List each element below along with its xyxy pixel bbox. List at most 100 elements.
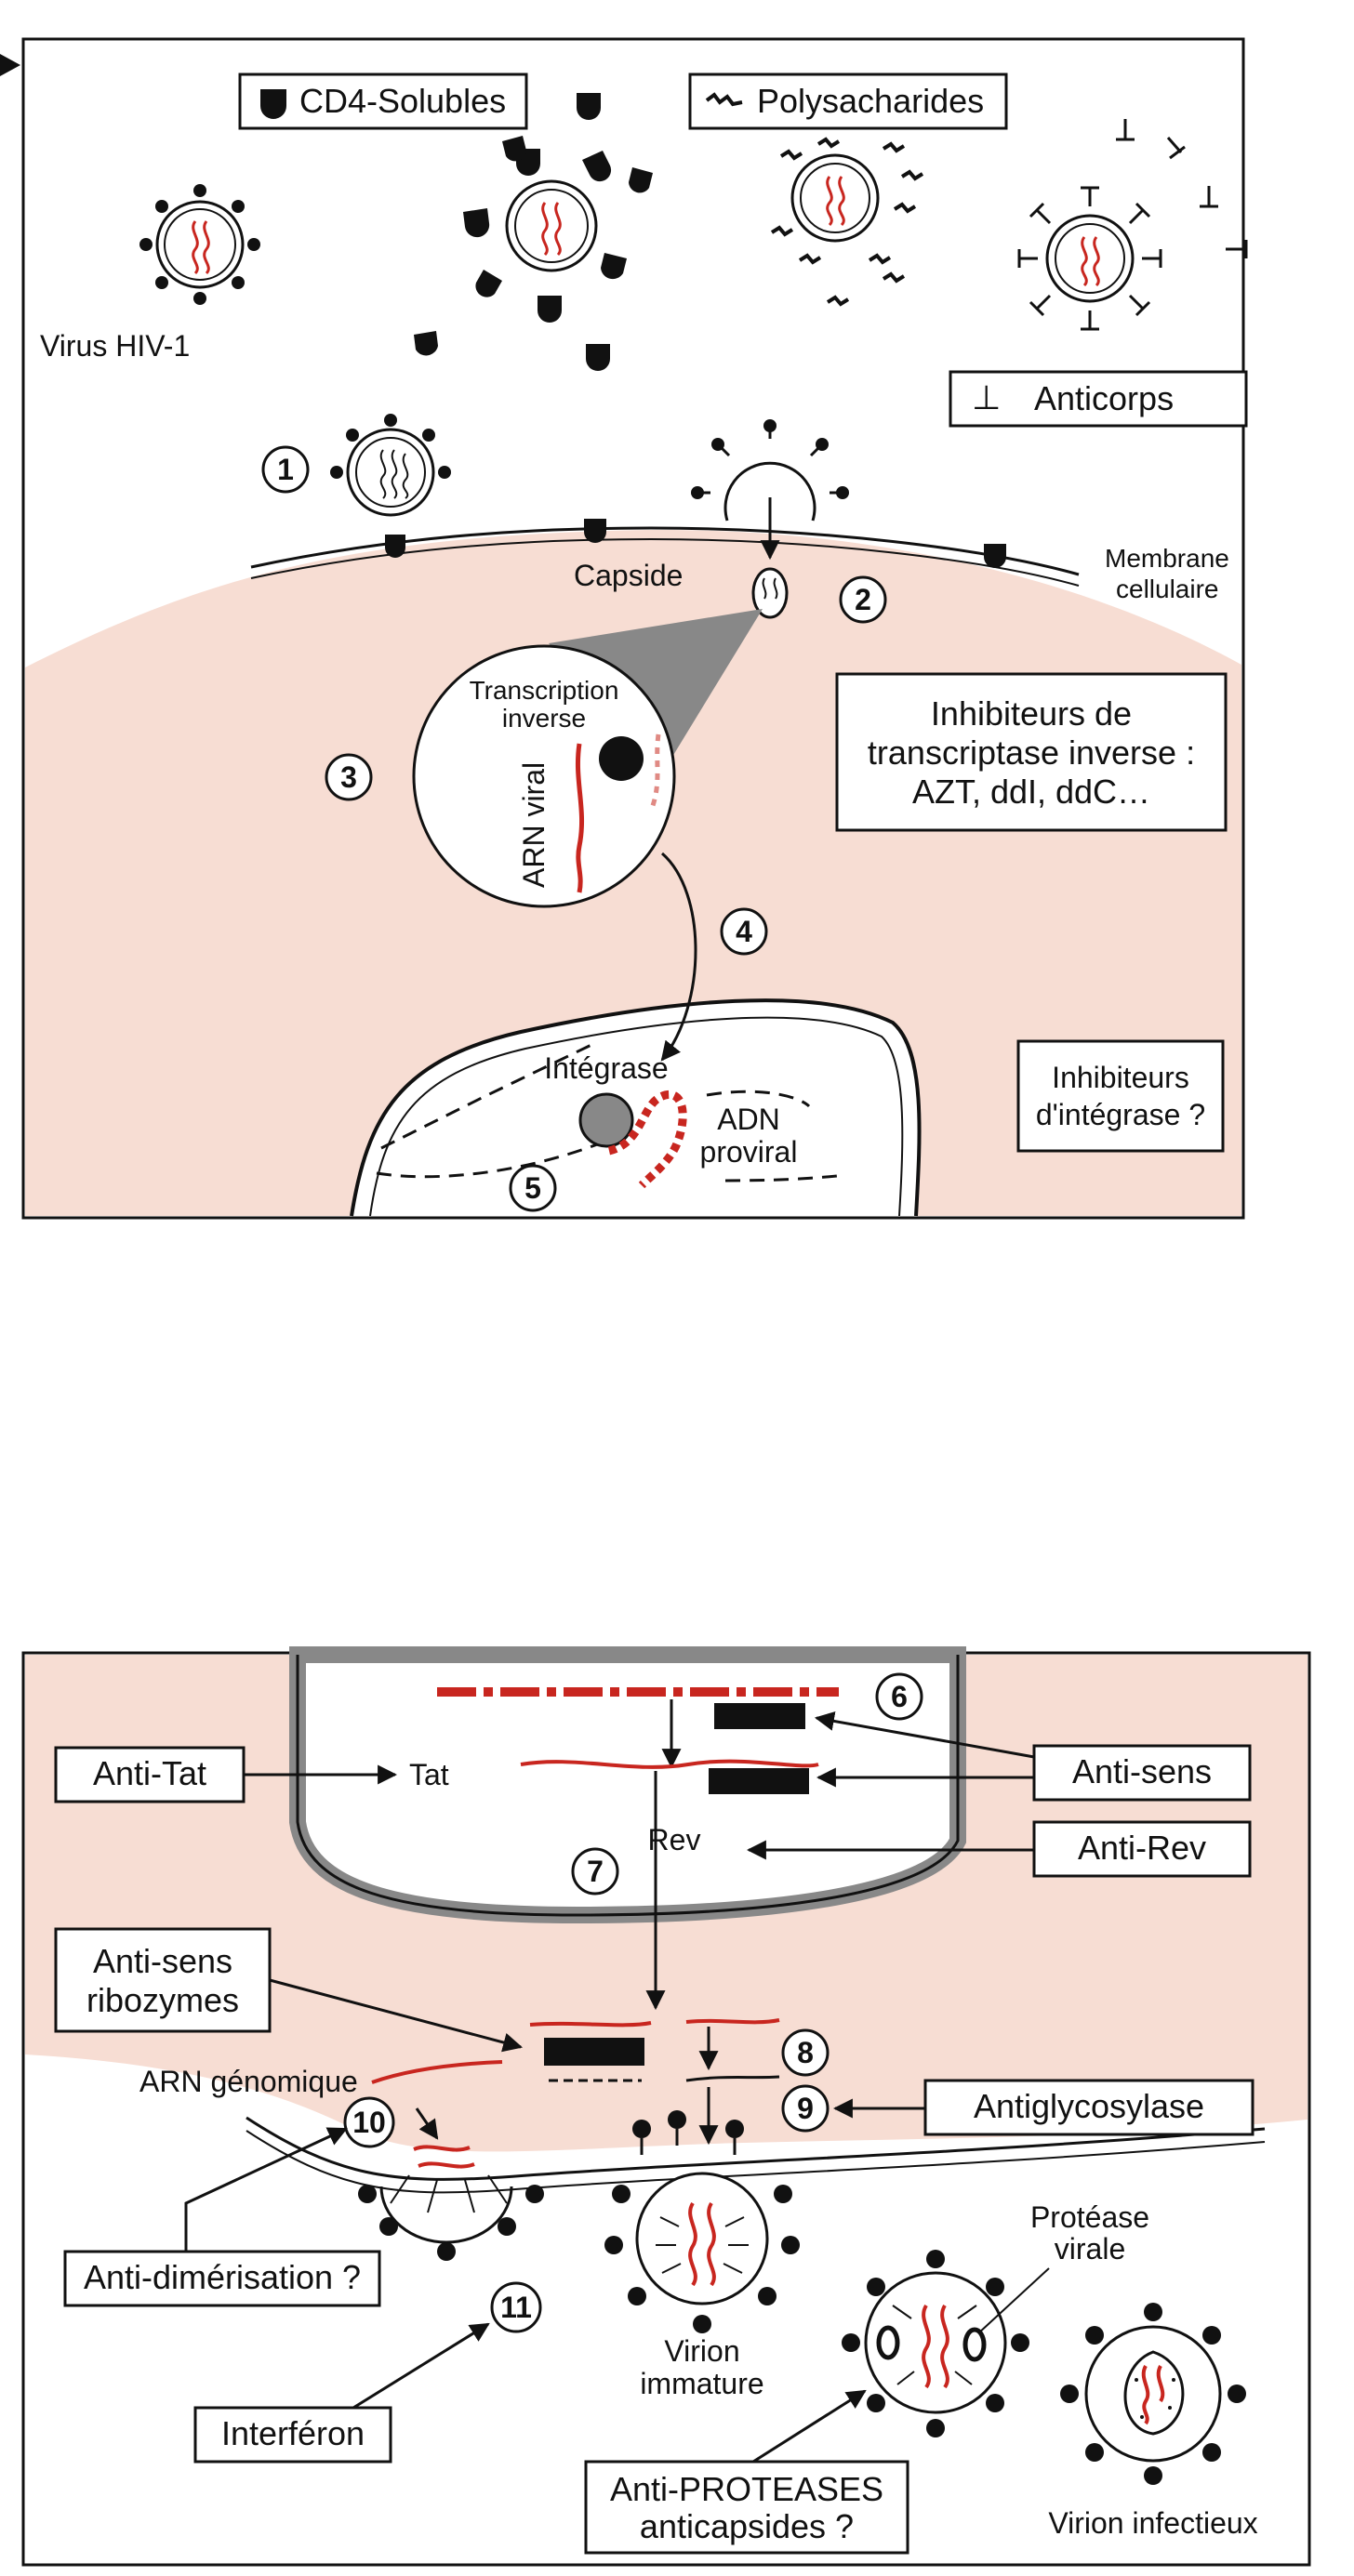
membrane-label-line2: cellulaire	[1116, 575, 1219, 603]
inhib-rt-line2: transcriptase inverse :	[868, 733, 1195, 772]
anti-sens-box	[1032, 1744, 1252, 1802]
host-dna	[724, 1174, 838, 1182]
panel-replication: 6 Anti-Tat Tat Anti-sens Rev Anti-Rev 7 …	[21, 1646, 1311, 2567]
host-dna	[380, 1041, 596, 1150]
cd4-icon	[260, 89, 286, 119]
reverse-transcriptase	[599, 736, 644, 781]
transcription-label-line2: inverse	[502, 704, 586, 733]
svg-text:8: 8	[797, 2036, 814, 2069]
virus-free	[139, 184, 260, 305]
reverse-transcription-zoom	[412, 644, 676, 908]
svg-text:11: 11	[500, 2291, 532, 2324]
antisense-block-1	[714, 1703, 805, 1729]
viral-rna-strand	[575, 743, 584, 893]
svg-text:9: 9	[797, 2092, 814, 2125]
svg-text:4: 4	[736, 915, 752, 948]
step-marker-8: 8	[781, 2028, 830, 2077]
virion-immature-line2: immature	[640, 2367, 763, 2400]
svg-text:1: 1	[277, 453, 294, 486]
anti-sens-arrow-1	[814, 1711, 1035, 1759]
inhib-rt-line3: AZT, ddI, ddC…	[912, 773, 1150, 811]
antiglycosylase-box	[923, 2079, 1254, 2136]
inhib-int-line1: Inhibiteurs	[1052, 1061, 1189, 1094]
anti-dimerisation-box	[63, 2250, 381, 2307]
legend-anticorps-box	[949, 370, 1248, 428]
anti-rev-box	[1032, 1820, 1252, 1878]
anti-proteases-line1: Anti-PROTEASES	[610, 2470, 883, 2508]
polyprotein	[685, 2075, 780, 2082]
step-marker-6: 6	[875, 1672, 923, 1721]
anti-rev-label: Anti-Rev	[1078, 1829, 1206, 1867]
virus-attaching	[330, 414, 451, 558]
rna-dimer	[413, 2145, 475, 2169]
antiglycosylase-label: Antiglycosylase	[974, 2087, 1204, 2125]
inhib-int-box	[1016, 1039, 1225, 1153]
viral-mrna	[520, 1759, 819, 1769]
legend-cd4-box	[238, 73, 528, 130]
interferon-box	[193, 2406, 392, 2464]
virus-polysaccharide-bound	[770, 137, 924, 307]
step-marker-1: 1	[261, 445, 310, 494]
protease-label-line1: Protéase	[1030, 2200, 1149, 2234]
inhib-rt-line1: Inhibiteurs de	[931, 694, 1132, 733]
arn-genomique-label: ARN génomique	[139, 2065, 358, 2098]
anti-proteases-line2: anticapsides ?	[640, 2507, 854, 2545]
capside-label: Capside	[574, 559, 683, 592]
cytoplasmic-rna	[529, 2021, 652, 2028]
inhib-rt-box	[835, 672, 1228, 832]
adn-label-line1: ADN	[717, 1103, 780, 1136]
nascent-dna-strand	[648, 733, 661, 812]
interferon-label: Interféron	[221, 2414, 365, 2452]
cell-membrane-lower	[246, 2116, 1266, 2181]
budding-virion	[358, 2174, 544, 2261]
legend-poly-label: Polysacharides	[757, 82, 984, 120]
arn-viral-label: ARN viral	[517, 762, 551, 888]
zoom-cone	[549, 609, 763, 773]
svg-text:5: 5	[524, 1171, 541, 1205]
virus-fusing	[691, 419, 849, 522]
proviral-dna	[607, 1090, 687, 1189]
anti-sens-ribozymes-line2: ribozymes	[86, 1981, 239, 2019]
host-dna	[706, 1090, 811, 1108]
step-marker-11: 11	[490, 2281, 542, 2333]
glycoproteins	[632, 2110, 744, 2155]
svg-text:7: 7	[587, 1855, 604, 1888]
step-marker-4: 4	[720, 907, 768, 956]
virus-hiv1-label: Virus HIV-1	[40, 329, 190, 363]
virion-immature	[604, 2172, 800, 2333]
anti-sens-label: Anti-sens	[1072, 1752, 1212, 1790]
anti-tat-label: Anti-Tat	[93, 1754, 206, 1792]
nucleus-inner-membrane	[369, 1016, 904, 1217]
step-marker-7: 7	[571, 1847, 619, 1896]
svg-text:2: 2	[855, 583, 871, 616]
capsid	[751, 567, 789, 619]
corner-pointer-icon	[0, 54, 20, 76]
interferon-arrow	[352, 2322, 490, 2410]
anti-proteases-arrow	[752, 2389, 867, 2464]
antisense-block-2	[709, 1768, 809, 1794]
step-marker-10: 10	[343, 2096, 395, 2148]
virion-maturing	[842, 2250, 1029, 2437]
virus-antibody-bound	[1017, 119, 1248, 331]
legend-cd4-label: CD4-Solubles	[299, 82, 506, 120]
legend-poly-box	[688, 73, 1008, 130]
transcription-label-line1: Transcription	[470, 676, 619, 705]
step-marker-3: 3	[325, 753, 373, 801]
svg-text:10: 10	[352, 2106, 386, 2139]
integrase-enzyme	[578, 1092, 634, 1148]
antibody-icon: ⊥	[972, 378, 1001, 416]
anti-sens-ribozymes-line1: Anti-sens	[93, 1942, 232, 1980]
svg-text:3: 3	[340, 760, 357, 794]
integration-arrow	[660, 852, 697, 1062]
anti-tat-box	[54, 1746, 246, 1803]
adn-label-line2: proviral	[700, 1135, 798, 1169]
step-marker-9: 9	[781, 2084, 830, 2133]
host-dna	[376, 1142, 601, 1179]
step-marker-2: 2	[839, 575, 887, 624]
anti-dimerisation-arrow	[184, 2127, 348, 2252]
cytoplasmic-rna	[685, 2018, 780, 2025]
polysaccharide-icon	[705, 92, 743, 107]
virus-cd4-bound	[414, 93, 653, 371]
protease-pointer	[977, 2267, 1050, 2334]
